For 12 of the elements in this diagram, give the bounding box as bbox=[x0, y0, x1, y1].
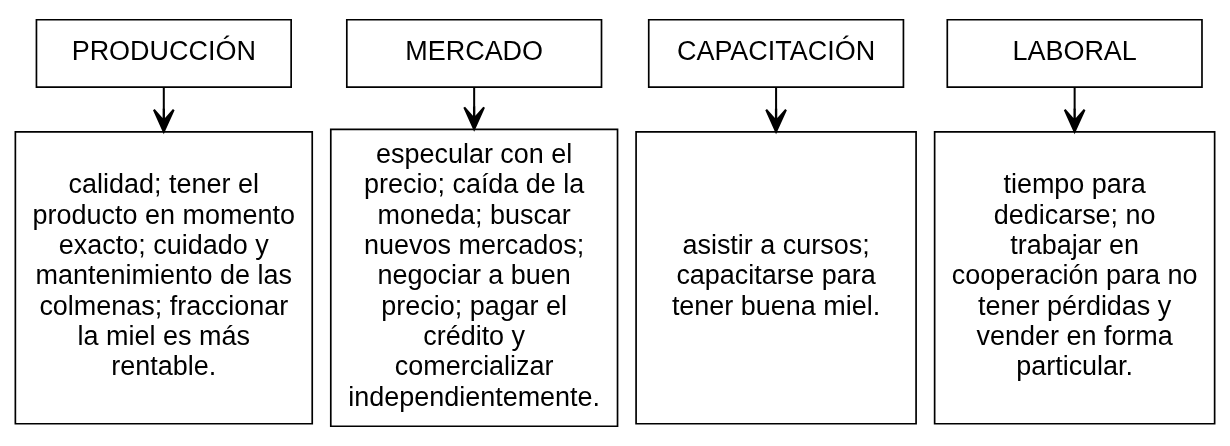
node-box: LABORAL bbox=[946, 18, 1203, 89]
node-box: calidad; tener el producto en momento exacto; cuidado y mantenimiento de las colmenas; fraccionar la miel es más rentable. bbox=[14, 131, 314, 425]
node-box: asistir a cursos; capacitarse para tener buena miel. bbox=[635, 131, 917, 425]
node-box: MERCADO bbox=[345, 18, 603, 89]
arrow bbox=[152, 87, 175, 133]
node-box: CAPACITACIÓN bbox=[647, 18, 905, 89]
arrow bbox=[463, 87, 486, 131]
arrow bbox=[765, 87, 787, 133]
arrow bbox=[1063, 87, 1086, 133]
node-box: tiempo para dedicarse; no trabajar en cooperación para no tener pérdidas y vender en forma particular. bbox=[933, 131, 1216, 425]
node-box: PRODUCCIÓN bbox=[35, 18, 292, 89]
node-box: especular con el precio; caída de la moneda; buscar nuevos mercados; negociar a buen precio; pagar el crédito y comercializar independientemente. bbox=[329, 128, 619, 428]
